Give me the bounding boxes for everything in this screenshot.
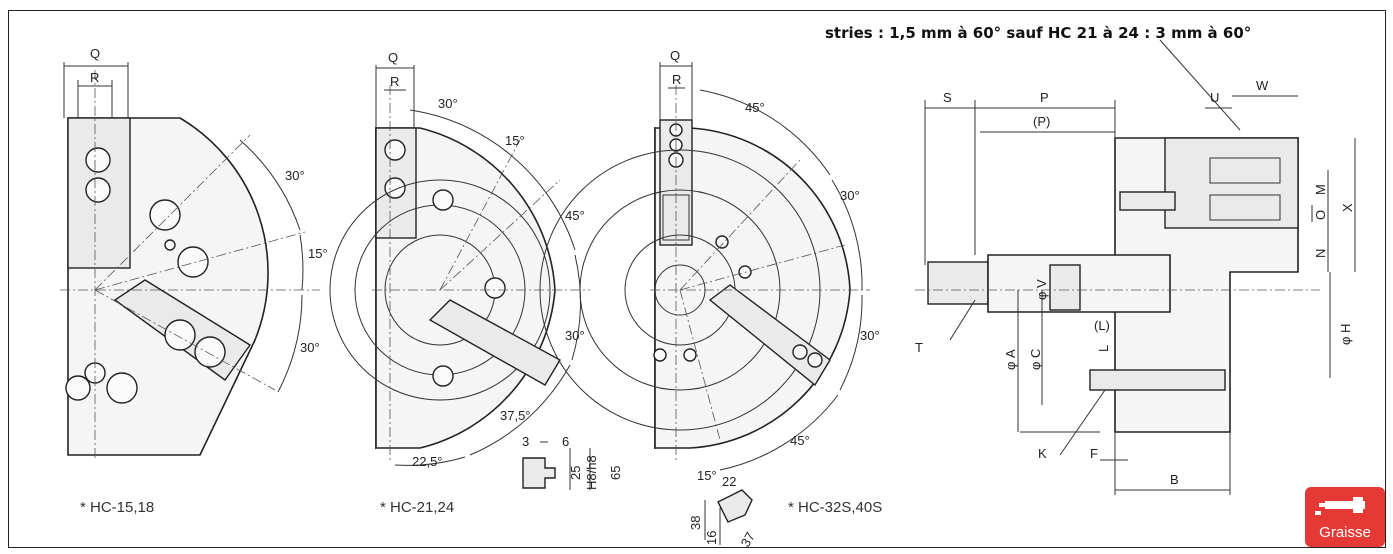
dim-x: X xyxy=(1340,203,1355,212)
dim-angle: 30° xyxy=(860,328,880,343)
dim-tolerance: H8/h8 xyxy=(584,455,599,490)
bolt-hole xyxy=(384,139,406,161)
draw-bar xyxy=(927,261,989,305)
dim-w: W xyxy=(1256,78,1269,93)
dim-p-ref: (P) xyxy=(1033,114,1050,129)
section-view: S P (P) U W M O X N φ V (L) L φ H T φ A … xyxy=(915,39,1356,495)
grease-label: Graisse xyxy=(1319,524,1371,541)
jaw-detail-32: 22 38 16 37 xyxy=(688,474,758,550)
dim-angle: 30° xyxy=(285,168,305,183)
dim-value: 25 xyxy=(568,466,583,480)
dim-m: M xyxy=(1313,184,1328,195)
bolt-hole xyxy=(85,147,111,173)
dim-f: F xyxy=(1090,446,1098,461)
bolt-hole xyxy=(65,375,91,401)
serration-note: stries : 1,5 mm à 60° sauf HC 21 à 24 : … xyxy=(825,24,1251,42)
dim-angle: 45° xyxy=(790,433,810,448)
grease-badge: Graisse xyxy=(1305,487,1385,547)
dim-r: R xyxy=(90,70,99,85)
dim-angle: 15° xyxy=(697,468,717,483)
drawing-frame xyxy=(8,10,1386,548)
mount-bolt xyxy=(1089,369,1226,391)
dim-q: Q xyxy=(388,50,398,65)
jaw-slot-2 xyxy=(428,299,561,386)
bolt-hole xyxy=(106,372,138,404)
dim-value: 65 xyxy=(608,466,623,480)
dim-k: K xyxy=(1038,446,1047,461)
bolt-hole xyxy=(149,199,181,231)
dim-q: Q xyxy=(90,46,100,61)
dim-angle: 30° xyxy=(438,96,458,111)
dim-l-ref: (L) xyxy=(1094,318,1110,333)
dim-s: S xyxy=(943,90,952,105)
dim-value: 16 xyxy=(704,531,719,545)
dim-q: Q xyxy=(670,48,680,63)
dim-angle: 15° xyxy=(505,133,525,148)
bolt-hole xyxy=(194,336,226,368)
dim-value: 37 xyxy=(738,529,758,549)
view-hc-21-24: Q R 30° 15° 45° 30° 37,5° 22,5° * HC-21,… xyxy=(329,50,590,516)
dim-p: P xyxy=(1040,90,1049,105)
bolt-hole xyxy=(484,277,506,299)
bolt-hole xyxy=(85,177,111,203)
dim-phi-c: φ C xyxy=(1028,349,1043,370)
bolt-hole xyxy=(164,319,196,351)
pin-hole xyxy=(164,239,176,251)
view-hc-32s-40s: Q R 45° 30° 30° 45° 15° * HC-32S,40S xyxy=(539,48,882,516)
dim-l: L xyxy=(1096,345,1111,352)
dim-t: T xyxy=(915,340,923,355)
dim-phi-a: φ A xyxy=(1003,349,1018,370)
dim-angle: 45° xyxy=(565,208,585,223)
dim-u: U xyxy=(1210,90,1219,105)
grease-gun-icon xyxy=(1315,497,1365,515)
bolt-hole xyxy=(384,177,406,199)
dim-value: 22 xyxy=(722,474,736,489)
dim-o: O xyxy=(1313,210,1328,220)
view-hc-15-18: Q R 30° 15° 30° * HC-15,18 xyxy=(60,46,328,516)
dim-angle: 45° xyxy=(745,100,765,115)
dim-value: 3 xyxy=(522,434,529,449)
dim-r: R xyxy=(672,72,681,87)
jaw-detail-21: 3 6 25 H8/h8 65 xyxy=(522,434,623,490)
dim-b: B xyxy=(1170,472,1179,487)
dim-value: 38 xyxy=(688,516,703,530)
dim-phi-h: φ H xyxy=(1338,324,1353,345)
caption-hc-32s-40s: * HC-32S,40S xyxy=(788,499,882,516)
dim-n: N xyxy=(1313,249,1328,258)
caption-hc-21-24: * HC-21,24 xyxy=(380,499,454,516)
bolt-hole xyxy=(177,246,209,278)
bolt-hole xyxy=(432,365,454,387)
dim-r: R xyxy=(390,74,399,89)
dim-angle: 22,5° xyxy=(412,454,443,469)
dim-angle: 30° xyxy=(565,328,585,343)
dim-phi-v: φ V xyxy=(1034,279,1049,300)
dim-angle: 37,5° xyxy=(500,408,531,423)
caption-hc-15-18: * HC-15,18 xyxy=(80,499,154,516)
dim-angle: 15° xyxy=(308,246,328,261)
dim-angle: 30° xyxy=(840,188,860,203)
dim-angle: 30° xyxy=(300,340,320,355)
dim-value: 6 xyxy=(562,434,569,449)
bolt-hole xyxy=(432,189,454,211)
